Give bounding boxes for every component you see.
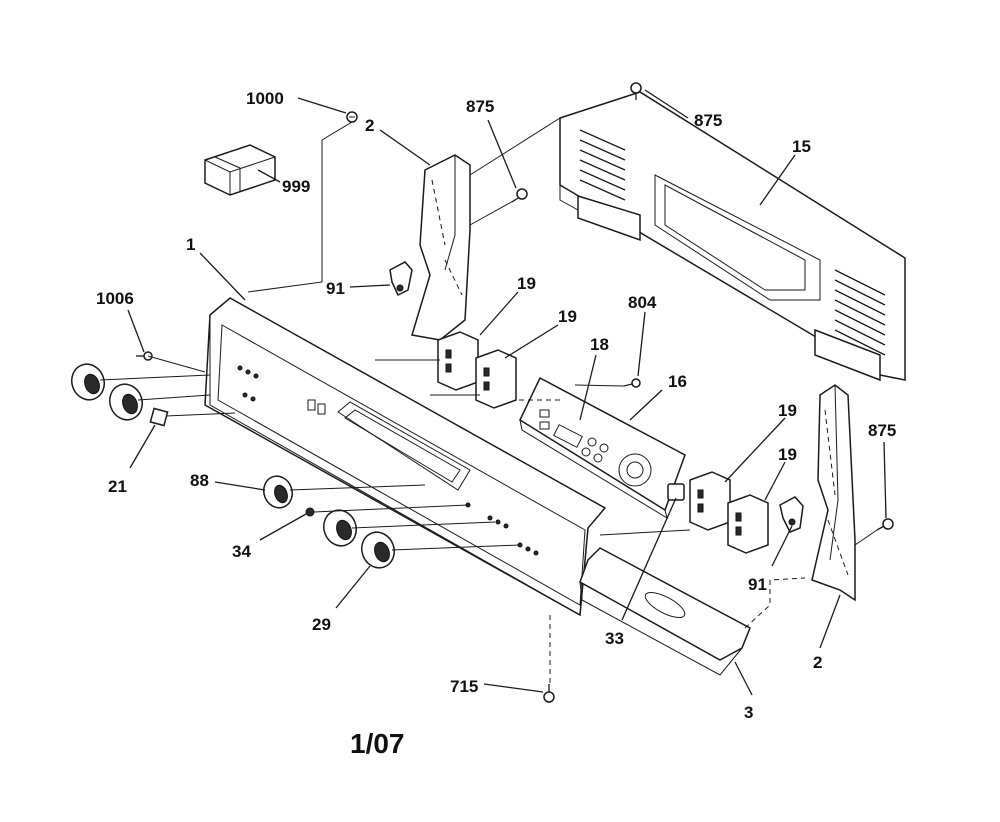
knob-part-29 bbox=[361, 531, 395, 569]
switch-part-19-d bbox=[727, 494, 769, 554]
connector-part-33 bbox=[667, 483, 685, 501]
knob-part-88 bbox=[263, 475, 293, 509]
callout-2-top: 2 bbox=[365, 116, 374, 135]
screw-part-1000 bbox=[346, 111, 358, 123]
callout-875-c: 875 bbox=[868, 421, 896, 440]
callout-875-b: 875 bbox=[694, 111, 722, 130]
callout-715: 715 bbox=[450, 677, 478, 696]
bracket-part-91-bottom bbox=[779, 496, 804, 533]
callout-19-d: 19 bbox=[778, 445, 797, 464]
end-cap-part-2-top bbox=[411, 154, 471, 341]
rear-panel-part-15 bbox=[559, 91, 906, 382]
rear-panel-vents-left bbox=[579, 129, 626, 201]
callout-91-a: 91 bbox=[326, 279, 345, 298]
control-board-part-16 bbox=[519, 376, 686, 520]
callout-2-bottom: 2 bbox=[813, 653, 822, 672]
callout-15: 15 bbox=[792, 137, 811, 156]
screw-part-875-right bbox=[876, 518, 894, 531]
callout-19-b: 19 bbox=[558, 307, 577, 326]
callout-3: 3 bbox=[744, 703, 753, 722]
screw-part-875-top bbox=[630, 82, 642, 100]
callout-88: 88 bbox=[190, 471, 209, 490]
control-panel-part-1 bbox=[204, 297, 607, 617]
callout-999: 999 bbox=[282, 177, 310, 196]
callout-1: 1 bbox=[186, 235, 195, 254]
rear-panel-vents-right bbox=[834, 269, 886, 356]
carton-box-part-999 bbox=[204, 144, 276, 196]
end-cap-part-2-bottom bbox=[811, 384, 856, 602]
revision-date-stamp: 1/07 bbox=[350, 728, 405, 759]
callout-21: 21 bbox=[108, 477, 127, 496]
callout-33: 33 bbox=[605, 629, 624, 648]
switch-part-19-c bbox=[689, 471, 731, 531]
panel-graphics-left bbox=[237, 365, 326, 415]
leader-lines bbox=[127, 89, 887, 696]
callout-labels: 1000 999 2 875 875 15 1 91 19 19 804 100… bbox=[96, 89, 896, 722]
callout-16: 16 bbox=[668, 372, 687, 391]
callout-19-a: 19 bbox=[517, 274, 536, 293]
assembly-lines bbox=[99, 117, 878, 684]
callout-1000: 1000 bbox=[246, 89, 284, 108]
clip-part-21 bbox=[149, 407, 169, 427]
bracket-part-91-top bbox=[389, 261, 413, 297]
lower-trim-part-3 bbox=[579, 547, 751, 676]
switch-part-19-a bbox=[437, 331, 479, 391]
callout-34: 34 bbox=[232, 542, 251, 561]
callout-91-b: 91 bbox=[748, 575, 767, 594]
callout-18: 18 bbox=[590, 335, 609, 354]
knob-left-b bbox=[109, 383, 143, 421]
screw-part-804 bbox=[623, 378, 641, 388]
callout-1006: 1006 bbox=[96, 289, 134, 308]
nut-part-34 bbox=[305, 507, 315, 517]
callout-29: 29 bbox=[312, 615, 331, 634]
switch-part-19-b bbox=[475, 349, 517, 409]
callout-804: 804 bbox=[628, 293, 657, 312]
knob-left-a bbox=[71, 363, 105, 401]
callout-19-c: 19 bbox=[778, 401, 797, 420]
callout-875-a: 875 bbox=[466, 97, 494, 116]
screw-part-715 bbox=[543, 684, 555, 703]
